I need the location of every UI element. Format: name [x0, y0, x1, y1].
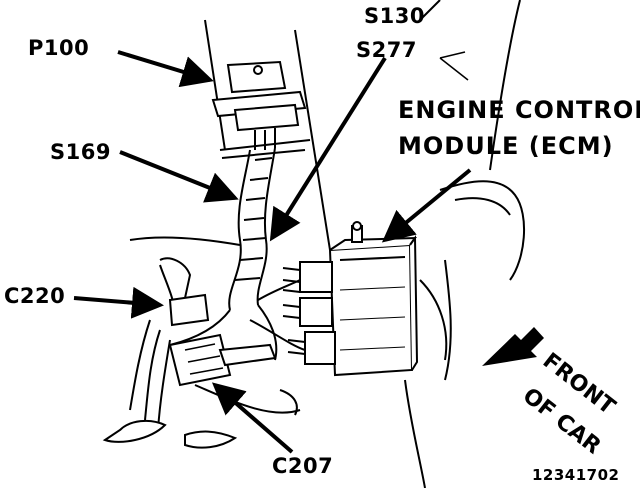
- body-panel: [204, 0, 521, 489]
- label-s169: S169: [50, 140, 111, 164]
- c220-connector: [159, 257, 210, 327]
- arrow-c220: [73, 286, 164, 319]
- s130-leaders: [439, 51, 469, 81]
- leader-arrows: [73, 50, 472, 454]
- label-p100: P100: [28, 36, 90, 60]
- arrow-ecm: [381, 168, 472, 243]
- label-ecm-line1: ENGINE CONTROL: [398, 96, 640, 124]
- label-s130: S130: [364, 4, 425, 28]
- wire-harness: [102, 147, 306, 449]
- arrow-s169: [119, 150, 239, 203]
- ecm-mount: [419, 180, 526, 361]
- label-c220: C220: [4, 284, 66, 308]
- ecm-module: [328, 221, 419, 377]
- arrow-s277: [269, 56, 387, 242]
- arrow-p100: [117, 50, 214, 88]
- label-s277: S277: [356, 38, 417, 62]
- c207-connector: [168, 333, 277, 387]
- p100-connector: [211, 60, 311, 159]
- figure-number: 12341702: [532, 466, 620, 484]
- arrow-c207: [211, 382, 294, 454]
- front-arrow-icon: [482, 327, 544, 366]
- label-c207: C207: [272, 454, 334, 478]
- label-ecm-line2: MODULE (ECM): [398, 132, 614, 160]
- ecm-connectors: [282, 261, 336, 365]
